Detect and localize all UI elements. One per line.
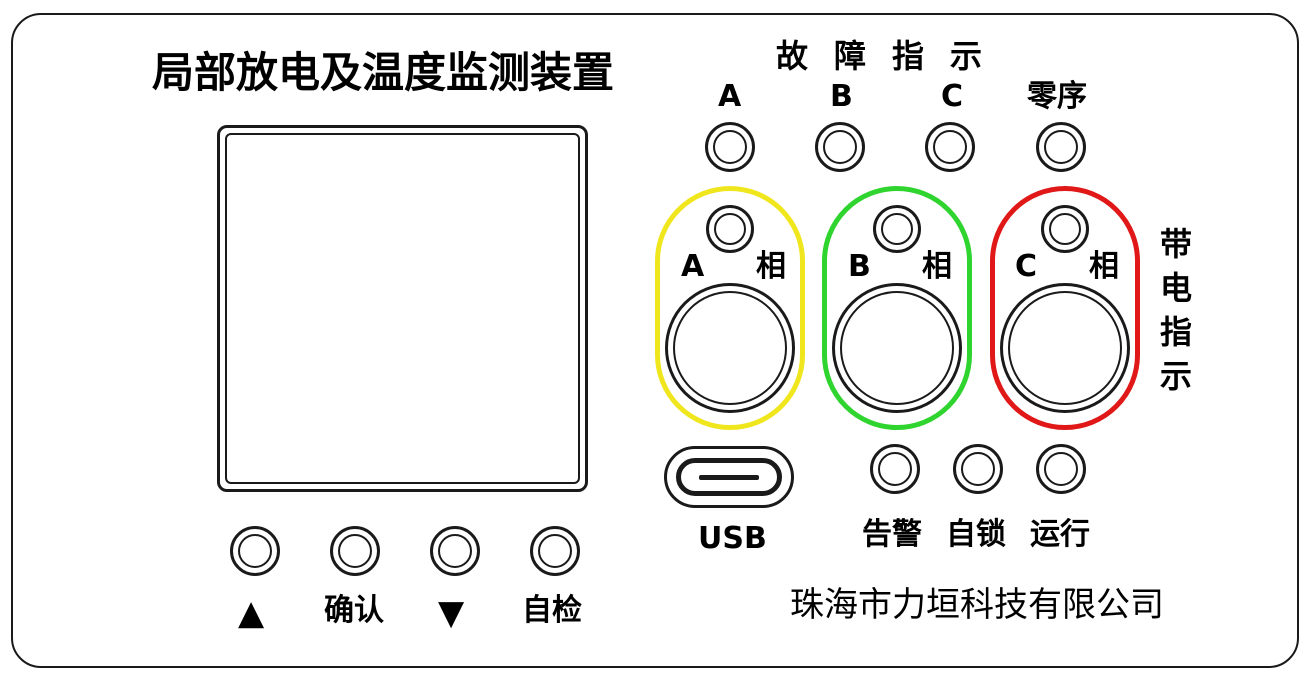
fault-label-b: B: [830, 79, 853, 114]
usb-port-tongue: [699, 475, 759, 480]
usb-c-port[interactable]: [664, 446, 794, 508]
phase-a-letter: A: [681, 249, 705, 284]
phase-a-check-button[interactable]: [665, 283, 795, 413]
running-led: [1036, 444, 1086, 494]
self-test-button[interactable]: [530, 526, 580, 576]
self-lock-label: 自锁: [946, 517, 1006, 552]
phase-b-ring: [822, 186, 972, 430]
company-name: 珠海市力垣科技有限公司: [790, 585, 1164, 625]
device-title: 局部放电及温度监测装置: [152, 48, 615, 97]
phase-b-suffix: 相: [922, 249, 952, 284]
lcd-screen: [217, 125, 588, 492]
live-led-c: [1041, 205, 1089, 253]
usb-label: USB: [698, 521, 767, 556]
fault-led-zero-sequence: [1036, 122, 1086, 172]
live-indicator-title-char: 指: [1159, 313, 1192, 351]
fault-led-c: [925, 122, 975, 172]
live-indicator-title-char: 示: [1159, 357, 1192, 395]
self-test-label: 自检: [522, 593, 582, 628]
up-triangle-icon: ▲: [238, 593, 265, 633]
phase-b-letter: B: [848, 249, 871, 284]
confirm-button[interactable]: [330, 526, 380, 576]
phase-c-suffix: 相: [1089, 249, 1119, 284]
fault-label-zero-sequence: 零序: [1027, 79, 1087, 114]
fault-led-a: [705, 122, 755, 172]
phase-a-suffix: 相: [756, 249, 786, 284]
down-button[interactable]: [430, 526, 480, 576]
phase-c-letter: C: [1015, 249, 1038, 284]
fault-label-c: C: [941, 79, 964, 114]
live-indicator-title-char: 电: [1159, 269, 1192, 307]
usb-port-inner: [676, 458, 782, 496]
alarm-label: 告警: [862, 517, 922, 552]
up-button[interactable]: [230, 526, 280, 576]
phase-c-check-button[interactable]: [1000, 283, 1130, 413]
live-led-b: [873, 205, 921, 253]
running-label: 运行: [1030, 517, 1090, 552]
live-indicator-title-char: 带: [1159, 225, 1192, 263]
self-lock-led: [953, 444, 1003, 494]
fault-led-b: [815, 122, 865, 172]
down-triangle-icon: ▼: [438, 593, 465, 633]
alarm-led: [870, 444, 920, 494]
phase-c-ring: [990, 186, 1140, 430]
confirm-label: 确认: [324, 593, 384, 628]
fault-indicator-title: 故障指示: [776, 37, 1009, 75]
phase-b-check-button[interactable]: [832, 283, 962, 413]
phase-a-ring: [655, 186, 805, 430]
live-led-a: [706, 205, 754, 253]
fault-label-a: A: [718, 79, 742, 114]
live-indicator-title: 带 电 指 示: [1156, 222, 1196, 398]
